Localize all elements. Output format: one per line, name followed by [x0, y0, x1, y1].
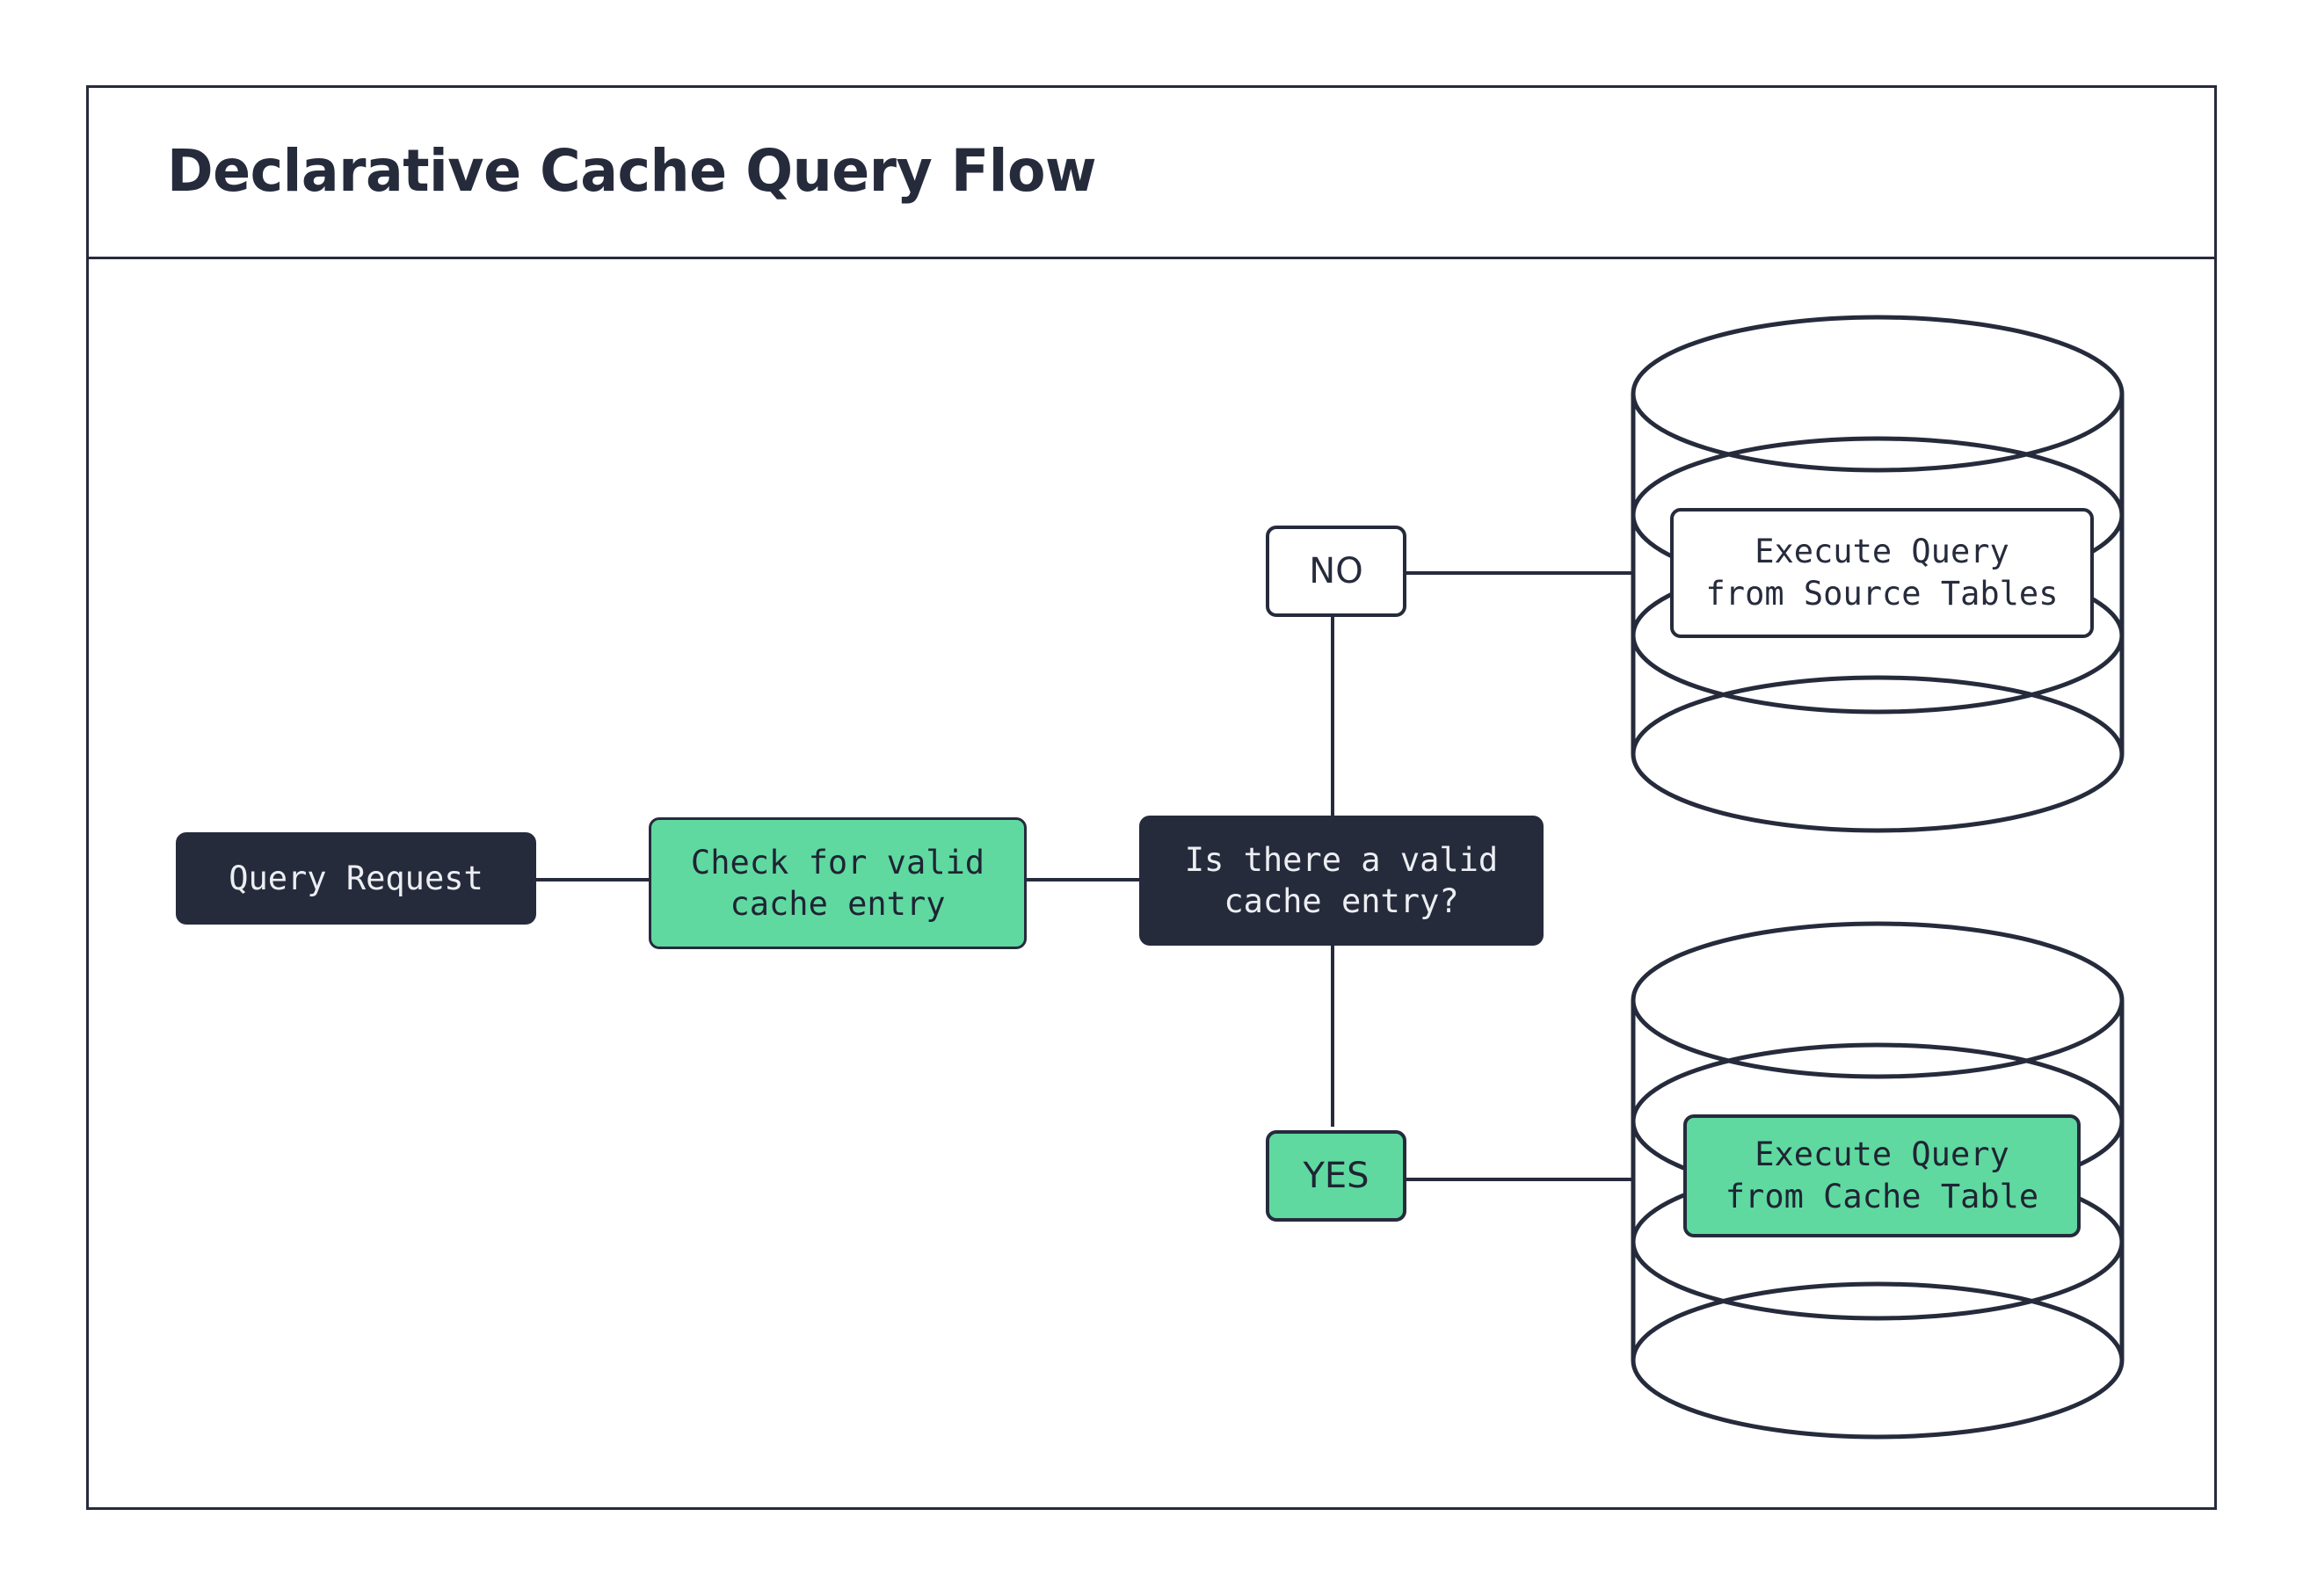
diagram-title-bar: Declarative Cache Query Flow: [86, 85, 2217, 259]
edge-decision-to-yes: [1331, 946, 1334, 1127]
edge-decision-to-no: [1331, 604, 1334, 819]
edge-request-to-check: [534, 878, 649, 881]
diagram-frame: [86, 85, 2217, 1510]
node-execute-query-cache-table[interactable]: Execute Query from Cache Table: [1683, 1114, 2081, 1237]
node-check-cache[interactable]: Check for valid cache entry: [649, 817, 1027, 949]
edge-yes-to-cache-table: [1402, 1178, 1632, 1181]
node-query-request[interactable]: Query Request: [176, 832, 536, 925]
node-execute-query-source-tables[interactable]: Execute Query from Source Tables: [1670, 508, 2094, 638]
edge-label-yes[interactable]: YES: [1266, 1130, 1406, 1222]
edge-label-no[interactable]: NO: [1266, 526, 1406, 617]
edge-no-to-source-tables: [1402, 571, 1632, 575]
edge-check-to-decision: [1025, 878, 1139, 881]
node-decision-valid-cache[interactable]: Is there a valid cache entry?: [1139, 816, 1544, 946]
page-title: Declarative Cache Query Flow: [167, 137, 1097, 205]
